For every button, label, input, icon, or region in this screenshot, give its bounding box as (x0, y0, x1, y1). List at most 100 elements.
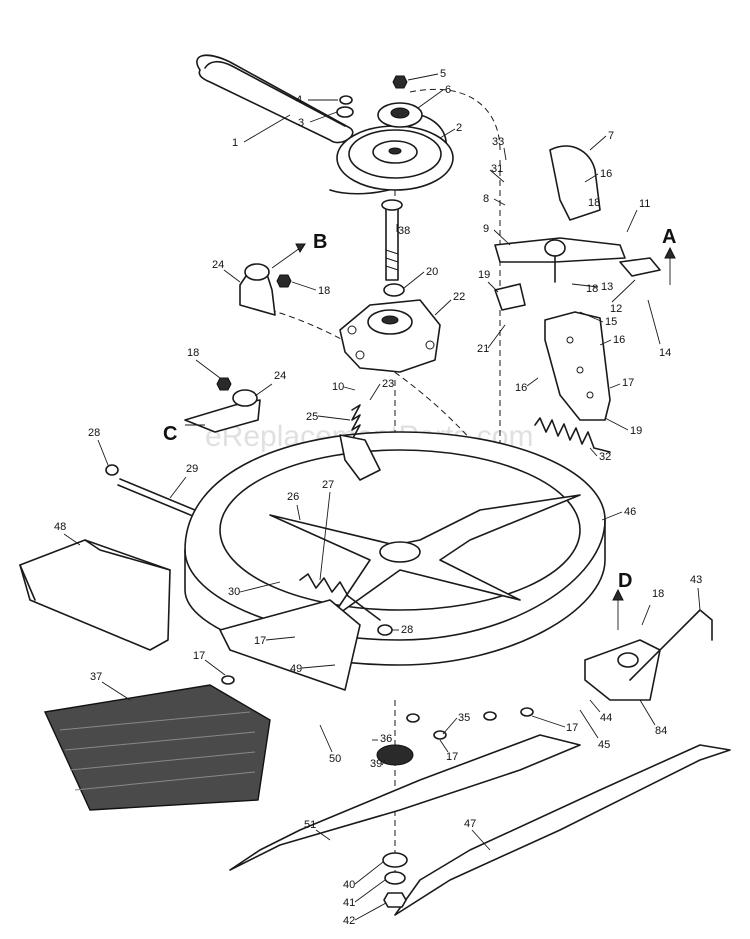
blade-51 (229, 734, 581, 871)
svg-text:24: 24 (274, 370, 286, 382)
svg-text:13: 13 (601, 281, 613, 293)
svg-text:45: 45 (598, 739, 610, 751)
svg-text:38: 38 (398, 225, 410, 237)
bolt-35 (433, 730, 447, 740)
svg-text:50: 50 (329, 753, 341, 765)
svg-text:2: 2 (456, 122, 462, 134)
spring-25 (351, 404, 361, 441)
lock-washer-41 (384, 871, 406, 885)
svg-text:39: 39 (370, 758, 382, 770)
section-letter-d: D (612, 570, 632, 630)
svg-text:20: 20 (426, 266, 438, 278)
svg-text:28: 28 (88, 427, 100, 439)
svg-text:4: 4 (296, 94, 302, 106)
assembly-guide-line (409, 88, 501, 151)
svg-text:26: 26 (287, 491, 299, 503)
bolt-17 (406, 713, 420, 723)
svg-text:21: 21 (477, 343, 489, 355)
svg-text:33: 33 (492, 136, 504, 148)
callout-labels: 1 2 3 4 5 6 7 8 9 10 11 12 13 14 15 16 1… (54, 68, 702, 927)
section-letter-b: B (271, 231, 327, 269)
svg-text:17: 17 (254, 635, 266, 647)
svg-text:42: 42 (343, 915, 355, 927)
section-letter-a: A (662, 226, 676, 285)
svg-text:14: 14 (659, 347, 671, 359)
svg-text:D: D (618, 570, 632, 592)
svg-text:27: 27 (322, 479, 334, 491)
svg-text:17: 17 (566, 722, 578, 734)
svg-text:49: 49 (290, 663, 302, 675)
svg-text:10: 10 (332, 381, 344, 393)
link-bracket-23 (339, 434, 381, 481)
svg-text:47: 47 (464, 818, 476, 830)
svg-text:A: A (662, 226, 676, 248)
svg-text:11: 11 (639, 198, 650, 210)
svg-text:18: 18 (588, 197, 600, 209)
svg-text:23: 23 (382, 378, 394, 390)
svg-text:18: 18 (586, 283, 598, 295)
baffle-plate (219, 599, 361, 691)
blade-47 (394, 744, 731, 916)
svg-text:44: 44 (600, 712, 612, 724)
deck-pulley (336, 125, 454, 191)
svg-text:12: 12 (610, 303, 622, 315)
svg-text:40: 40 (343, 879, 355, 891)
svg-text:46: 46 (624, 506, 636, 518)
svg-text:5: 5 (440, 68, 446, 80)
svg-text:37: 37 (90, 671, 102, 683)
svg-text:41: 41 (343, 897, 355, 909)
svg-text:9: 9 (483, 223, 489, 235)
washer (336, 106, 354, 118)
svg-text:31: 31 (491, 163, 503, 175)
svg-text:16: 16 (600, 168, 612, 180)
bolt-17 (520, 707, 534, 717)
svg-text:17: 17 (622, 377, 634, 389)
svg-text:29: 29 (186, 463, 198, 475)
svg-text:8: 8 (483, 193, 489, 205)
lift-link-bracket (544, 311, 611, 421)
bracket-19 (494, 283, 526, 311)
svg-text:C: C (163, 423, 177, 445)
svg-text:19: 19 (630, 425, 642, 437)
svg-text:6: 6 (445, 84, 451, 96)
spindle-bearing (376, 744, 414, 766)
blade-nut-42 (383, 892, 407, 908)
svg-text:35: 35 (458, 712, 470, 724)
svg-text:51: 51 (304, 819, 316, 831)
svg-text:B: B (313, 231, 327, 253)
spindle-housing (339, 299, 441, 373)
lever-clip (619, 257, 661, 277)
spacer (383, 283, 405, 297)
idler-pulley-small (377, 102, 423, 128)
svg-text:7: 7 (608, 130, 614, 142)
bolt-17 (221, 675, 235, 685)
svg-text:18: 18 (318, 285, 330, 297)
svg-text:1: 1 (232, 137, 238, 149)
mounting-bracket-b (239, 263, 276, 316)
lift-spring (534, 417, 611, 453)
nut-18 (216, 377, 232, 391)
top-nut (392, 75, 408, 89)
svg-text:18: 18 (652, 588, 664, 600)
svg-text:30: 30 (228, 586, 240, 598)
spring-rod (347, 595, 381, 621)
nut (339, 95, 353, 105)
bushing (105, 464, 119, 476)
lift-lever-arm (494, 237, 626, 283)
svg-text:48: 48 (54, 521, 66, 533)
svg-text:18: 18 (187, 347, 199, 359)
svg-text:16: 16 (515, 382, 527, 394)
bolt-17 (483, 711, 497, 721)
svg-text:16: 16 (613, 334, 625, 346)
lift-lever-guard (549, 145, 601, 221)
mounting-bracket-c (184, 389, 261, 433)
section-letter-c: C (163, 423, 205, 445)
svg-text:25: 25 (306, 411, 318, 423)
svg-text:17: 17 (446, 751, 458, 763)
nut-18 (276, 274, 292, 288)
bushing-28 (377, 624, 393, 636)
svg-text:24: 24 (212, 259, 224, 271)
svg-text:3: 3 (298, 117, 304, 129)
svg-text:17: 17 (193, 650, 205, 662)
